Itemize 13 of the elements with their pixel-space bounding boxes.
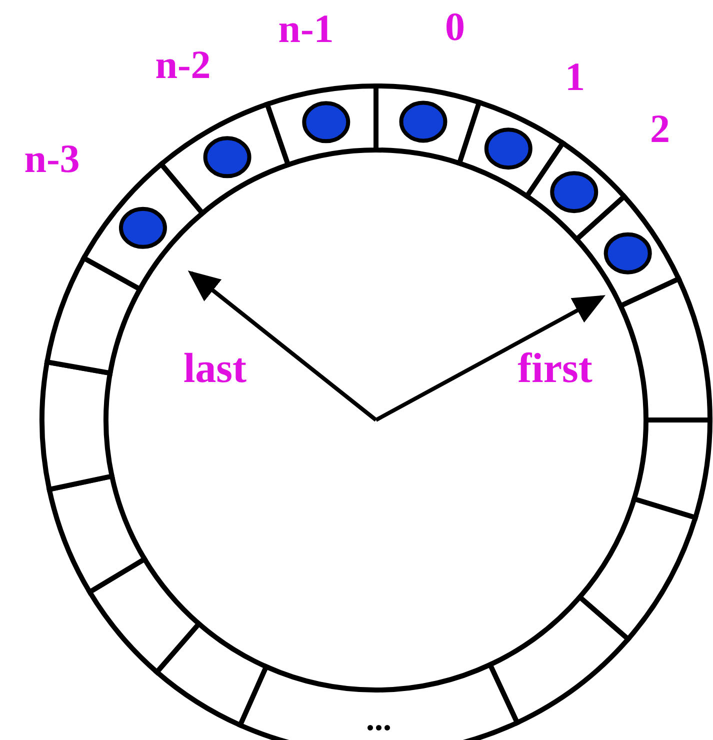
ellipsis-text: ... <box>366 701 392 738</box>
queue-slot <box>40 360 114 492</box>
index-label: n-3 <box>24 136 80 181</box>
index-label: 2 <box>650 106 670 151</box>
index-label: n-1 <box>278 6 334 51</box>
index-label: 0 <box>445 4 465 49</box>
edge-label: last <box>184 346 246 392</box>
pointer-arrow <box>375 295 606 422</box>
edge-label: first <box>518 346 592 392</box>
index-label: n-2 <box>155 42 211 87</box>
queue-slot <box>264 84 378 168</box>
index-label: 1 <box>565 54 585 99</box>
pointer-arrow <box>188 270 378 422</box>
